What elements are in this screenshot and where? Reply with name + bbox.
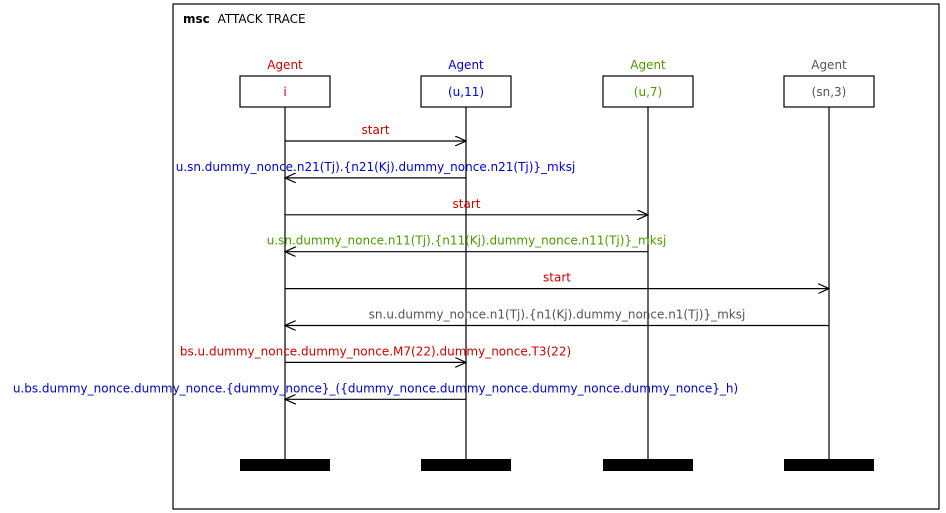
message-0: start <box>285 123 466 141</box>
agent-role-label: Agent <box>267 58 303 72</box>
message-3: u.sn.dummy_nonce.n11(Tj).{n11(Kj).dummy_… <box>267 234 667 252</box>
agent-end-bar <box>603 459 693 471</box>
agent-instance-label: (u,7) <box>634 85 662 99</box>
message-label: u.bs.dummy_nonce.dummy_nonce.{dummy_nonc… <box>13 381 738 395</box>
messages-layer: start u.sn.dummy_nonce.n21(Tj).{n21(Kj).d… <box>13 123 829 399</box>
frame-title-text: ATTACK TRACE <box>218 12 306 26</box>
agent-head-box <box>420 75 512 108</box>
agent-role-label: Agent <box>448 58 484 72</box>
agent-1: Agent (u,11) <box>420 58 512 471</box>
agent-3: Agent (sn,3) <box>783 58 875 471</box>
message-label: start <box>362 123 390 137</box>
agent-end-bar <box>784 459 874 471</box>
agent-role-label: Agent <box>630 58 666 72</box>
message-label: bs.u.dummy_nonce.dummy_nonce.M7(22).dumm… <box>180 344 571 358</box>
message-label: u.sn.dummy_nonce.n11(Tj).{n11(Kj).dummy_… <box>267 234 667 248</box>
message-1: u.sn.dummy_nonce.n21(Tj).{n21(Kj).dummy_… <box>176 160 576 178</box>
agent-instance-label: (u,11) <box>448 85 484 99</box>
agent-0: Agent i <box>239 58 331 471</box>
message-4: start <box>285 271 829 289</box>
diagram-frame <box>172 3 940 510</box>
message-7: u.bs.dummy_nonce.dummy_nonce.{dummy_nonc… <box>13 381 738 399</box>
message-2: start <box>285 197 648 215</box>
message-label: sn.u.dummy_nonce.n1(Tj).{n1(Kj).dummy_no… <box>369 308 746 322</box>
message-6: bs.u.dummy_nonce.dummy_nonce.M7(22).dumm… <box>180 344 571 362</box>
message-label: u.sn.dummy_nonce.n21(Tj).{n21(Kj).dummy_… <box>176 160 576 174</box>
message-label: start <box>453 197 481 211</box>
agent-instance-label: (sn,3) <box>812 85 847 99</box>
message-5: sn.u.dummy_nonce.n1(Tj).{n1(Kj).dummy_no… <box>285 308 829 326</box>
frame-title: msc ATTACK TRACE <box>183 12 306 26</box>
agent-head-box <box>602 75 694 108</box>
frame-keyword: msc <box>183 12 210 26</box>
agents-layer: Agent i Agent (u,11) Agent (u,7) Agent (sn,3) <box>239 58 875 471</box>
agent-instance-label: i <box>283 85 286 99</box>
agent-end-bar <box>240 459 330 471</box>
message-label: start <box>543 271 571 285</box>
agent-end-bar <box>421 459 511 471</box>
agent-2: Agent (u,7) <box>602 58 694 471</box>
agent-role-label: Agent <box>811 58 847 72</box>
